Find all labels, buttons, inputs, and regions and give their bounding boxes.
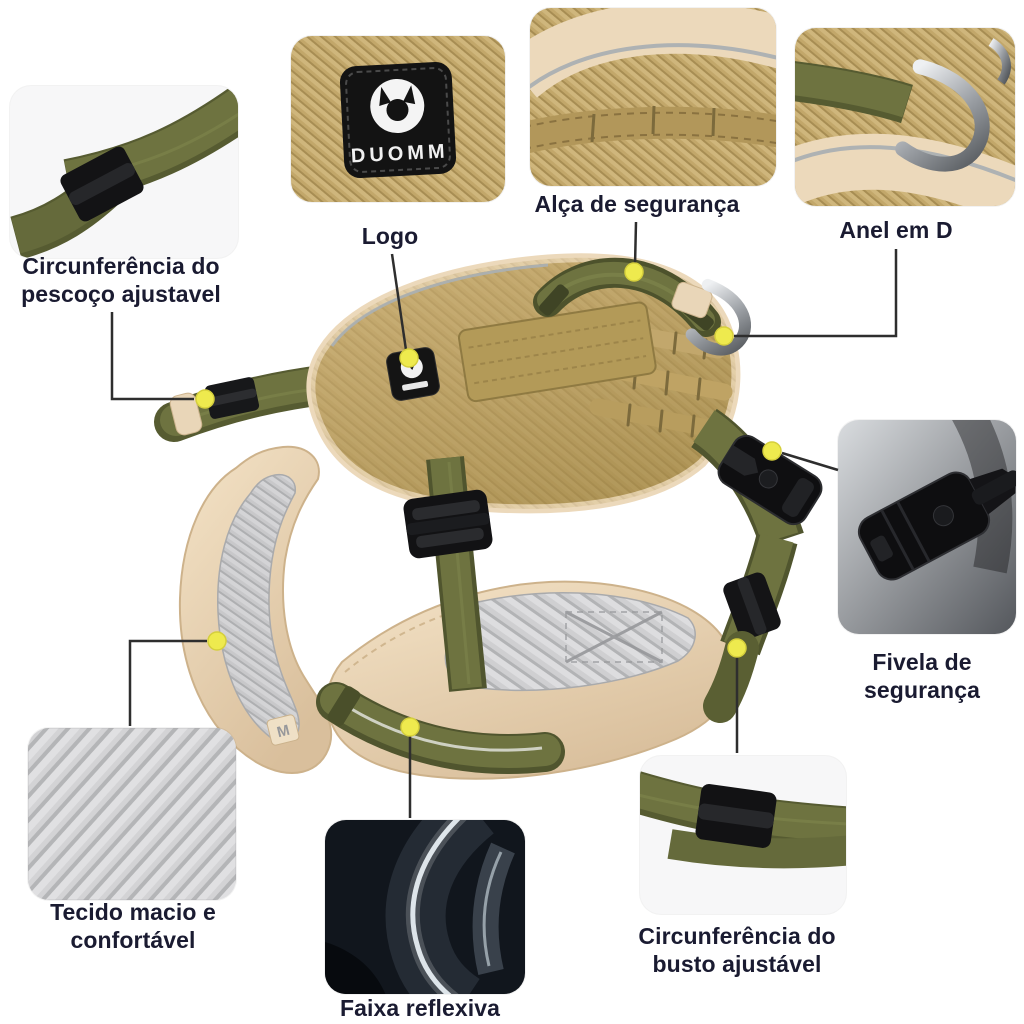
- label-logo: Logo: [361, 223, 419, 249]
- label-safety-buckle: Fivela de segurança: [864, 649, 980, 704]
- belly-strap-reflective: [316, 682, 565, 774]
- d-ring-photo: [795, 28, 1015, 206]
- buckle-photo: [838, 420, 1016, 634]
- d-ring: [671, 278, 752, 356]
- velcro-panel: [457, 301, 657, 403]
- size-tag: M: [266, 714, 300, 746]
- front-strap-adjuster: [403, 489, 493, 559]
- label-neck-circumference: Circunferência do pescoço ajustavel: [21, 253, 221, 308]
- neck-slider: [204, 377, 260, 419]
- handle-photo: [530, 8, 776, 186]
- buckle: [717, 434, 823, 526]
- brand-patch: [386, 347, 440, 401]
- svg-text:DUOMM: DUOMM: [350, 140, 449, 167]
- front-strap: [403, 456, 493, 692]
- label-d-ring: Anel em D: [839, 217, 953, 243]
- label-safety-handle: Alça de segurança: [534, 191, 740, 217]
- reflective-strip-photo: [325, 820, 525, 994]
- side-strap-buckle: [690, 408, 823, 723]
- neck-strap: [154, 364, 350, 442]
- soft-fabric-photo: [28, 728, 236, 900]
- logo-patch-photo: DUOMM: [291, 36, 505, 202]
- label-soft-fabric: Tecido macio e confortável: [50, 899, 216, 954]
- bust-adjuster-photo: [640, 756, 846, 914]
- svg-text:M: M: [275, 722, 291, 742]
- label-bust-circumference: Circunferência do busto ajustável: [638, 923, 836, 978]
- x-stitching: [565, 610, 663, 664]
- bust-strap-adjuster: [723, 572, 781, 640]
- neck-adjuster-photo: [10, 86, 238, 258]
- chest-pad: M: [178, 445, 333, 774]
- label-reflective-strip: Faixa reflexiva: [339, 995, 501, 1021]
